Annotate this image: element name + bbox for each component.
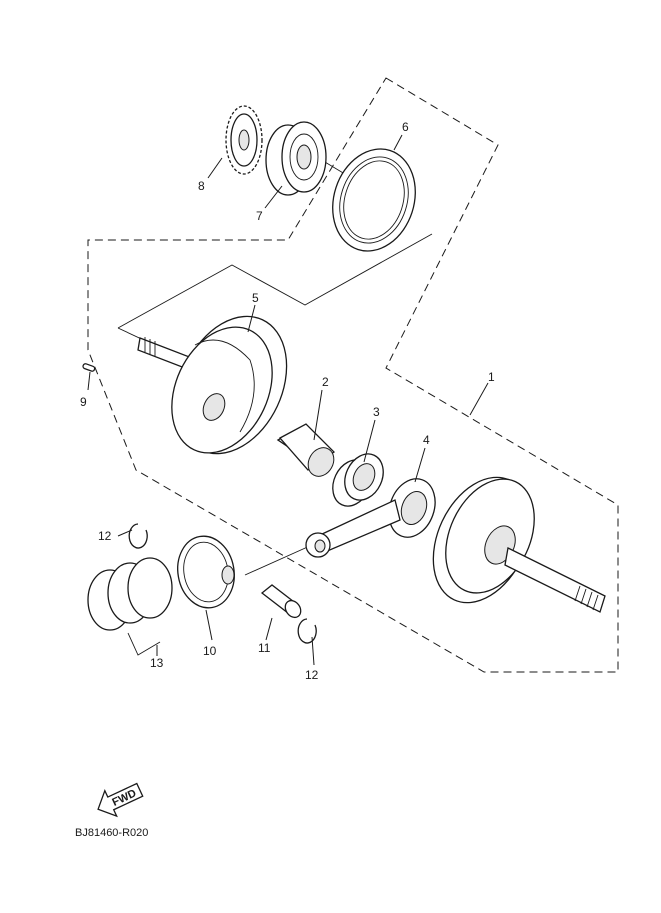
part-label-11: 11 [258,641,271,655]
assembly-boundary [87,77,619,673]
gear-part-8 [225,105,263,175]
forward-arrow-icon: FWD [97,782,144,818]
part-label-12-top: 12 [98,529,112,543]
part-label-10: 10 [203,644,217,658]
fwd-label: FWD [110,787,138,808]
part-label-13: 13 [150,656,164,670]
part-label-6: 6 [402,120,409,134]
key-part-9 [82,363,96,372]
part-label-2: 2 [322,375,329,389]
bearing-part-7 [265,121,327,196]
part-label-4: 4 [423,433,430,447]
part-label-7: 7 [256,209,263,223]
oil-seal-part-6 [332,148,416,252]
left-crank-part-5 [137,315,288,455]
crank-pin-part-2 [276,423,336,477]
piston-rings-part-13 [87,557,173,656]
part-label-12-bottom: 12 [305,668,319,682]
connecting-rod-part-4 [305,478,436,558]
part-labels: 1 2 3 4 5 6 7 8 9 10 11 12 12 13 [80,120,495,682]
circlip-part-12-bottom [297,618,317,644]
part-label-5: 5 [252,291,259,305]
right-crank [432,476,606,613]
piston-pin-part-11 [260,584,302,619]
circlip-part-12-top [128,523,148,549]
part-label-9: 9 [80,395,87,409]
diagram-code: BJ81460-R020 [75,827,148,839]
leader-lines [87,134,489,666]
part-label-1: 1 [488,370,495,384]
part-label-8: 8 [198,179,205,193]
part-label-3: 3 [373,405,380,419]
needle-bearing-part-3 [332,453,384,507]
piston-part-10 [177,535,235,609]
